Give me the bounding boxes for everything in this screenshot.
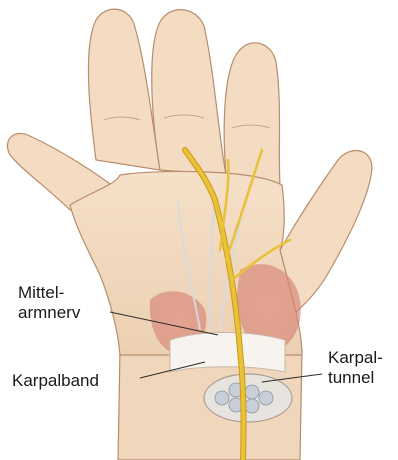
label-carpal-tunnel: Karpal- tunnel xyxy=(328,348,383,388)
middle-finger xyxy=(152,10,226,175)
label-carpal-tunnel-line1: Karpal- xyxy=(328,348,383,368)
label-median-nerve-line1: Mittel- xyxy=(18,283,80,303)
label-median-nerve: Mittel- armnerv xyxy=(18,283,80,323)
ring-finger xyxy=(224,43,280,185)
label-carpal-ligament: Karpalband xyxy=(12,371,99,391)
index-finger xyxy=(88,9,160,170)
label-carpal-tunnel-line2: tunnel xyxy=(328,368,383,388)
label-median-nerve-line2: armnerv xyxy=(18,303,80,323)
label-carpal-ligament-text: Karpalband xyxy=(12,371,99,391)
